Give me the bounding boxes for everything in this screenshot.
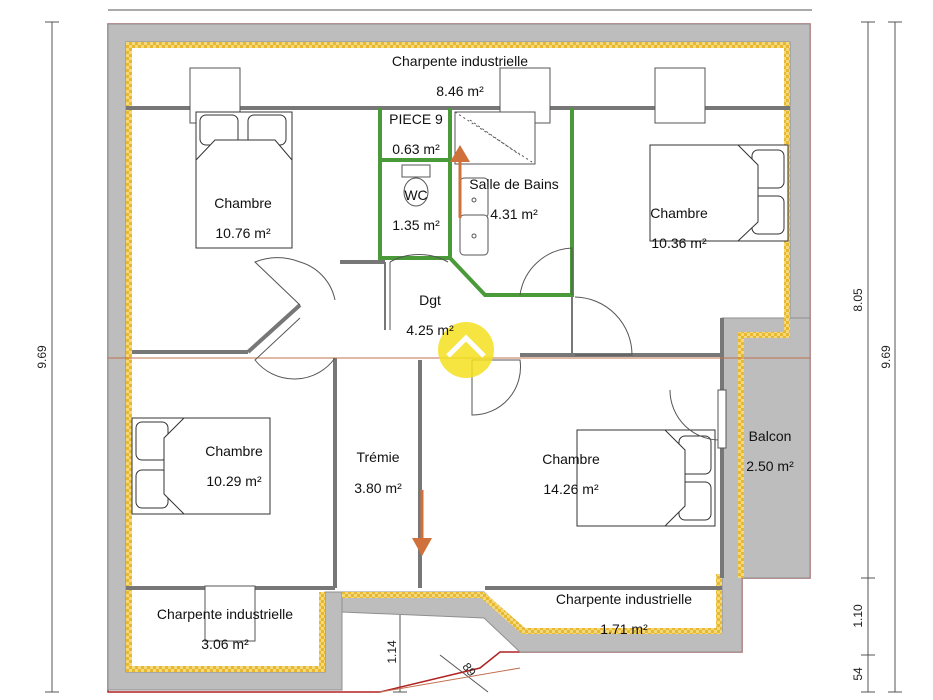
bed-icons [131, 111, 789, 527]
room-labels: Charpente industrielle 8.46 m² PIECE 9 0… [157, 53, 794, 652]
room-area: 0.63 m² [392, 141, 440, 157]
room-name: Charpente industrielle [556, 591, 692, 607]
room-area: 3.06 m² [201, 636, 249, 652]
dim-left-height: 9.69 [35, 345, 49, 369]
room-area: 10.29 m² [206, 473, 262, 489]
room-area: 10.76 m² [215, 225, 271, 241]
door-swings [254, 247, 727, 449]
room-name: Chambre [205, 443, 263, 459]
room-area: 1.71 m² [600, 621, 648, 637]
room-area: 4.25 m² [406, 322, 454, 338]
bathroom-fixtures [401, 111, 536, 256]
stair-arrows [412, 145, 470, 556]
dim-right-bottom: 54 [851, 667, 865, 681]
room-name: Charpente industrielle [157, 606, 293, 622]
room-area: 1.35 m² [392, 217, 440, 233]
dim-bottom-step: 1.14 [385, 640, 399, 664]
dim-right-inner: 8.05 [851, 288, 865, 312]
room-name: Balcon [749, 428, 792, 444]
dim-right-outer: 9.69 [879, 345, 893, 369]
room-area: 4.31 m² [490, 206, 538, 222]
dim-bottom-diag: 89 [460, 660, 479, 679]
room-name: Chambre [542, 451, 600, 467]
room-name: Trémie [356, 449, 399, 465]
watermark-logo [438, 322, 494, 378]
room-name: WC [404, 187, 427, 203]
room-area: 3.80 m² [354, 480, 402, 496]
room-name: Chambre [650, 205, 708, 221]
room-area: 2.50 m² [746, 458, 794, 474]
room-area: 8.46 m² [436, 83, 484, 99]
room-area: 14.26 m² [543, 481, 599, 497]
room-name: Chambre [214, 195, 272, 211]
room-name: Dgt [419, 292, 441, 308]
room-area: 10.36 m² [651, 235, 707, 251]
dim-right-lower: 1.10 [851, 604, 865, 628]
room-name: Charpente industrielle [392, 53, 528, 69]
dimension-labels: 9.69 8.05 9.69 1.10 54 1.14 89 [35, 288, 893, 681]
bathroom-partitions [378, 108, 574, 297]
dimension-lines [45, 9, 902, 693]
room-name: PIECE 9 [389, 111, 443, 127]
room-name: Salle de Bains [469, 176, 559, 192]
